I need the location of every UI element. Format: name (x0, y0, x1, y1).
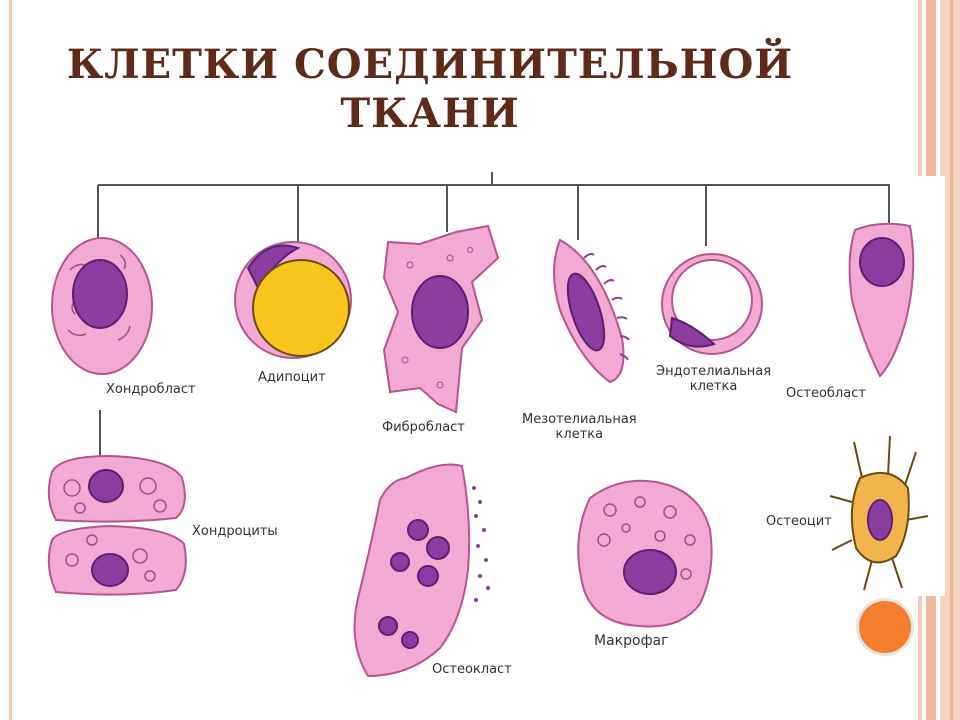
osteocyte-nucleus (867, 499, 893, 541)
chondroblast-cell (51, 237, 153, 375)
chondrocyte-nucleus (88, 469, 124, 503)
adipocyte-cell (234, 241, 352, 359)
osteocyte-cell (829, 435, 929, 591)
label-endothelial: Эндотелиальная клетка (656, 364, 771, 394)
label-osteoblast: Остеобласт (786, 386, 866, 401)
macrophage-nucleus (623, 549, 677, 595)
label-mesothelial: Мезотелиальная клетка (522, 412, 637, 442)
label-fibroblast: Фибробласт (382, 420, 465, 435)
decor-stripe (950, 0, 953, 720)
endothelial-cell (661, 253, 763, 355)
fat-droplet (252, 259, 350, 357)
label-macrophage: Макрофаг (594, 633, 669, 649)
label-chondroblast: Хондробласт (106, 382, 196, 397)
decor-circle (856, 598, 914, 656)
endothelial-nucleus (668, 316, 716, 348)
osteoblast-cell (848, 222, 915, 378)
mesothelial-cell (553, 238, 630, 384)
label-mesothelial-line2: клетка (555, 427, 604, 442)
title-line-1: КЛЕТКИ СОЕДИНИТЕЛЬНОЙ (66, 41, 794, 88)
fibroblast-nucleus (411, 275, 469, 349)
macrophage-cell (577, 479, 713, 628)
mesothelial-nucleus (566, 272, 606, 352)
osteoclast-cell (353, 463, 490, 678)
left-rule (9, 0, 12, 720)
chondrocytes-cells (47, 454, 187, 596)
page-title: КЛЕТКИ СОЕДИНИТЕЛЬНОЙ ТКАНИ (0, 40, 860, 138)
label-osteocyte: Остеоцит (766, 514, 832, 529)
label-chondrocytes: Хондроциты (192, 524, 278, 539)
fibroblast-cell (382, 224, 500, 414)
label-endothelial-line2: клетка (689, 379, 738, 394)
label-endothelial-line1: Эндотелиальная (656, 364, 772, 379)
osteoblast-nucleus (859, 237, 905, 287)
chondrocyte-nucleus (91, 553, 129, 587)
label-mesothelial-line1: Мезотелиальная (522, 412, 637, 427)
chondroblast-nucleus (72, 259, 128, 329)
title-line-2: ТКАНИ (340, 90, 520, 137)
label-osteoclast: Остеокласт (432, 662, 512, 677)
connector-lines (97, 172, 890, 456)
label-adipocyte: Адипоцит (258, 370, 326, 385)
